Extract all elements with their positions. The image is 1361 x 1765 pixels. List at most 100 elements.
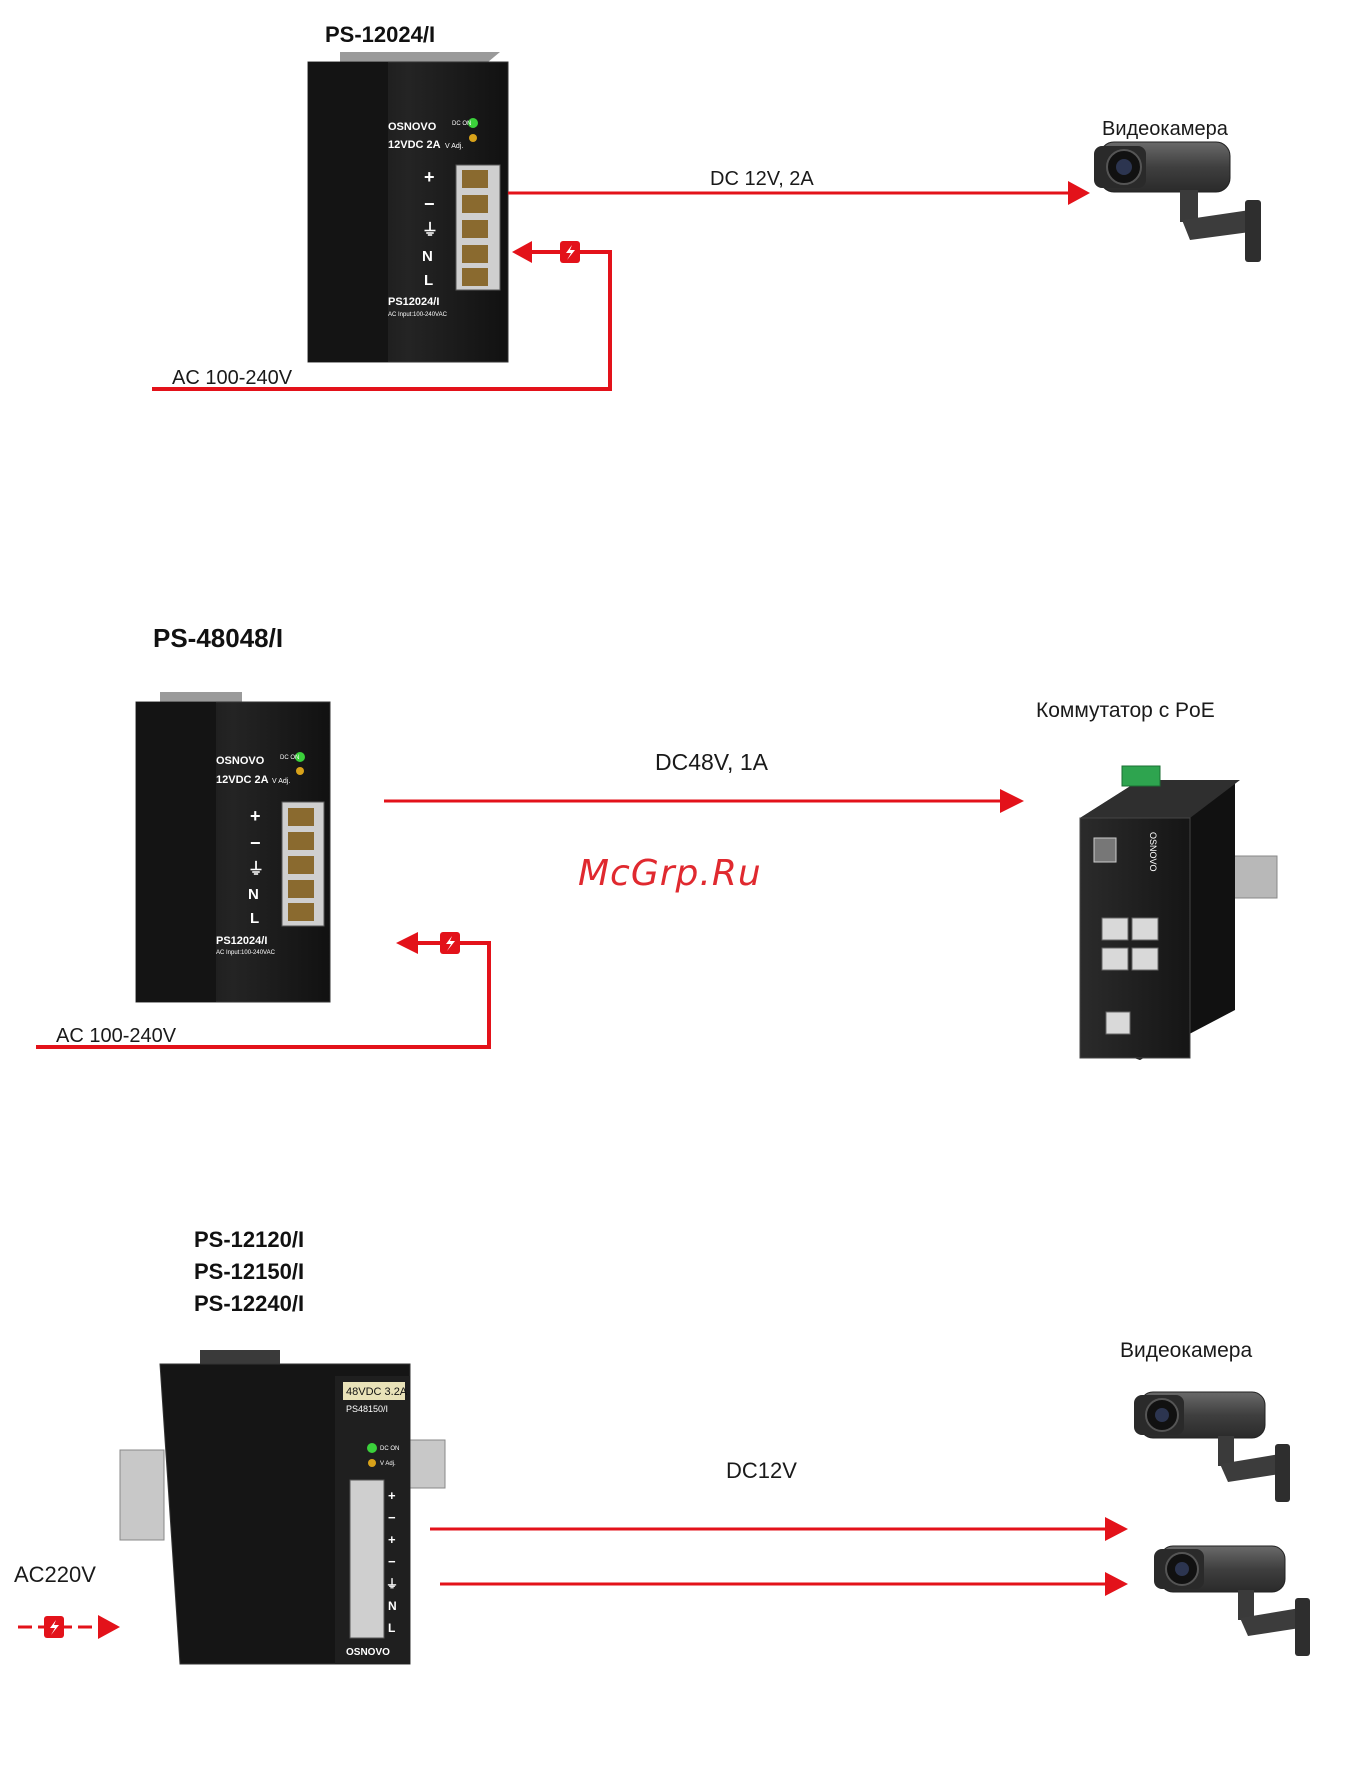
brand-label: OSNOVO	[388, 121, 437, 133]
camera-bracket-arm	[1238, 1590, 1254, 1620]
terminal-screw	[288, 856, 314, 874]
model-title: PS-48048/I	[153, 623, 283, 653]
din-clip	[160, 692, 242, 702]
camera-icon	[1134, 1391, 1290, 1502]
lens-glass	[1175, 1562, 1189, 1576]
ethernet-port	[1101, 947, 1129, 971]
terminal-screw	[288, 903, 314, 921]
terminal-label: −	[424, 194, 435, 214]
brand-label: OSNOVO	[346, 1647, 390, 1658]
terminal-label: L	[424, 272, 433, 289]
din-rail	[404, 1439, 446, 1489]
dc-output-label: DC48V, 1A	[655, 749, 769, 775]
watermark-text: McGrp.Ru	[578, 853, 762, 894]
din-clip	[340, 52, 500, 62]
vadj-knob	[296, 767, 304, 775]
terminal-label: −	[250, 833, 261, 853]
terminal-screw	[462, 268, 488, 286]
psu-top-clip	[200, 1350, 280, 1364]
arrow-head-icon	[396, 932, 418, 954]
psu-name-label: PS12024/I	[388, 296, 439, 308]
poe-switch-icon: OSNOVO	[1079, 765, 1278, 1060]
arrow-head-icon	[1105, 1517, 1128, 1541]
diagram-2: PS-48048/I OSNOVO DC ON 12VDC 2A V Adj. …	[36, 623, 1278, 1060]
led-indicator	[468, 118, 478, 128]
terminal-screw	[288, 808, 314, 826]
terminal-label: ⏚	[248, 860, 264, 878]
sfp-port	[1093, 837, 1117, 863]
power-supply-unit: OSNOVO DC ON 12VDC 2A V Adj. + − ⏚ N L P…	[307, 52, 509, 363]
terminal-label: +	[388, 1488, 396, 1503]
dc-output-label: DC12V	[726, 1458, 797, 1483]
brand-label: OSNOVO	[216, 755, 265, 767]
dc-output-label: DC 12V, 2A	[710, 168, 814, 190]
psu-fins	[136, 702, 216, 1002]
model-title: PS-12024/I	[325, 22, 435, 47]
terminal-label: +	[424, 167, 435, 187]
led-indicator	[295, 752, 305, 762]
rating-plate	[343, 1382, 405, 1400]
camera-bracket	[1240, 1608, 1300, 1636]
terminal-screws	[462, 170, 488, 286]
rating-label: 12VDC 2A	[216, 774, 269, 786]
terminal-label: −	[388, 1554, 396, 1569]
model-title: PS-12240/I	[194, 1291, 304, 1316]
ac-input-label: AC 100-240V	[56, 1025, 177, 1047]
terminal-screw	[462, 245, 488, 263]
camera-label: Видеокамера	[1120, 1339, 1252, 1362]
camera-wall-mount	[1275, 1444, 1290, 1502]
camera-bracket-arm	[1218, 1436, 1234, 1466]
led-label: DC ON	[280, 755, 299, 761]
power-supply-unit: OSNOVO DC ON 12VDC 2A V Adj. + − ⏚ N L P…	[135, 692, 331, 1003]
terminal-label: +	[388, 1532, 396, 1547]
terminal-label: L	[250, 910, 259, 927]
switch-top	[1080, 780, 1240, 818]
led-label: DC ON	[452, 121, 471, 127]
terminal-block	[349, 1479, 385, 1639]
ethernet-port	[1105, 1011, 1131, 1035]
terminal-screw	[462, 220, 488, 238]
diagram-1: PS-12024/I OSNOVO DC ON 12VDC 2A V Adj. …	[152, 22, 1261, 391]
led-label: DC ON	[380, 1446, 399, 1452]
model-title: PS-12150/I	[194, 1259, 304, 1284]
din-rail	[119, 1449, 165, 1541]
terminal-label: ⏚	[386, 1577, 398, 1591]
arrow-head-icon	[1000, 789, 1024, 813]
terminal-connector	[1121, 765, 1161, 787]
terminal-screw	[462, 170, 488, 188]
ethernet-port	[1101, 917, 1129, 941]
terminal-label: L	[388, 1621, 395, 1635]
lightning-glyph	[50, 1620, 59, 1635]
vadj-label: V Adj.	[272, 778, 290, 785]
vadj-label: V Adj.	[380, 1461, 396, 1467]
terminal-screw	[288, 832, 314, 850]
terminal-label: N	[388, 1599, 397, 1613]
switch-brand: OSNOVO	[1148, 832, 1158, 872]
camera-label: Видеокамера	[1102, 118, 1229, 140]
vadj-knob	[368, 1459, 376, 1467]
arrow-head-icon	[98, 1615, 120, 1639]
diagram-3: PS-12120/I PS-12150/I PS-12240/I 48VDC 3…	[14, 1227, 1310, 1665]
terminal-label: −	[388, 1510, 396, 1525]
psu-fins	[308, 62, 388, 362]
lightning-glyph	[566, 245, 575, 260]
psu-input-label: AC Input:100-240VAC	[216, 950, 276, 956]
psu-name-label: PS48150/I	[346, 1404, 388, 1414]
arrow-head-icon	[1105, 1572, 1128, 1596]
ac-input-label: AC 100-240V	[172, 367, 293, 389]
lens-glass	[1116, 159, 1132, 175]
camera-bracket-arm	[1180, 190, 1198, 222]
camera-icon	[1154, 1545, 1310, 1656]
model-title: PS-12120/I	[194, 1227, 304, 1252]
psu-input-label: AC Input:100-240VAC	[388, 312, 448, 318]
arrow-head-icon	[512, 241, 532, 263]
ethernet-port	[1131, 947, 1159, 971]
ac-input-label: AC220V	[14, 1562, 96, 1587]
camera-wall-mount	[1245, 200, 1261, 262]
terminal-labels: + − ⏚ N L	[422, 167, 438, 289]
switch-label: Коммутатор с PoE	[1036, 699, 1215, 722]
rating-label: 12VDC 2A	[388, 139, 441, 151]
terminal-screws	[288, 808, 314, 921]
terminal-screw	[288, 880, 314, 898]
